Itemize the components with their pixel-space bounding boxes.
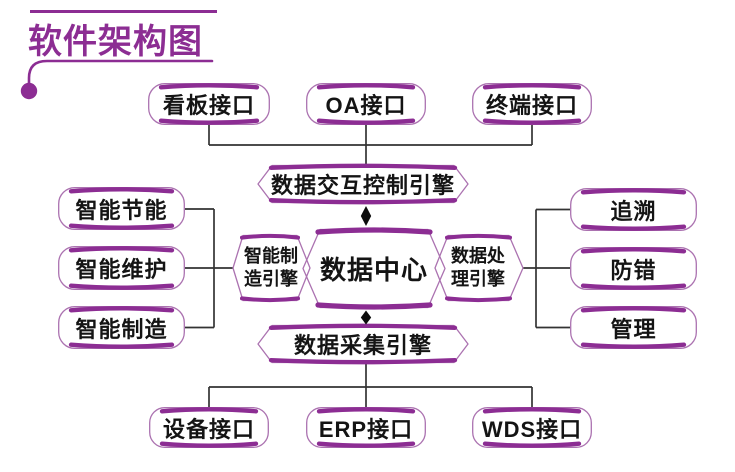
node-erp-interface: ERP接口 [318,416,414,442]
box-erp-interface-shape [306,407,426,448]
manufacturing-engine-line1: 智能制 [244,246,298,266]
processing-engine-line2: 理引擎 [451,269,505,289]
box-zhizao-shape [58,306,185,349]
title-decoration [20,10,217,100]
node-error-proofing: 防错 [610,257,657,283]
box-device-interface-shape [149,407,269,448]
node-wds-interface: WDS接口 [481,416,583,442]
node-manufacturing-engine: 智能制 造引擎 [238,233,304,303]
node-management: 管理 [610,316,657,342]
node-smart-maintenance: 智能维护 [75,257,168,282]
box-collection-engine-outline [257,324,469,364]
processing-engine-line1: 数据处 [451,246,505,266]
page-title: 软件架构图 [28,23,203,61]
box-terminal-interface-shape [472,83,592,125]
node-data-center: 数据中心 [319,255,428,285]
box-interaction-engine-outline [257,164,469,204]
node-smart-energy: 智能节能 [75,197,168,223]
node-smart-manufacturing: 智能制造 [75,316,168,342]
double-arrow-bottom-icon [360,310,372,325]
manufacturing-engine-line2: 造引擎 [244,269,298,289]
box-jieneng-shape [58,187,185,230]
hexagon-bars [240,163,512,365]
node-kanban-interface: 看板接口 [162,93,255,118]
node-interaction-engine: 数据交互控制引擎 [270,173,455,198]
box-oa-interface-shape [306,83,426,125]
hexagon-fills [233,165,523,363]
node-oa-interface: OA接口 [325,93,407,118]
box-fangcuo-shape [570,247,697,290]
box-zhuisu-shape [570,188,697,231]
node-traceability: 追溯 [610,198,657,224]
arrows [360,206,372,325]
title-dot [20,82,38,100]
node-device-interface: 设备接口 [162,416,255,442]
box-weihu-shape [58,246,185,290]
node-terminal-interface: 终端接口 [485,93,578,118]
title-underline-flourish [27,59,214,85]
node-collection-engine: 数据采集引擎 [293,333,432,358]
box-kanban-interface-shape [148,83,270,125]
connector-lines [185,125,570,407]
box-wds-interface-shape [472,407,592,448]
double-arrow-top-icon [360,206,372,226]
node-processing-engine: 数据处 理引擎 [445,233,511,303]
box-guanli-shape [570,306,697,349]
